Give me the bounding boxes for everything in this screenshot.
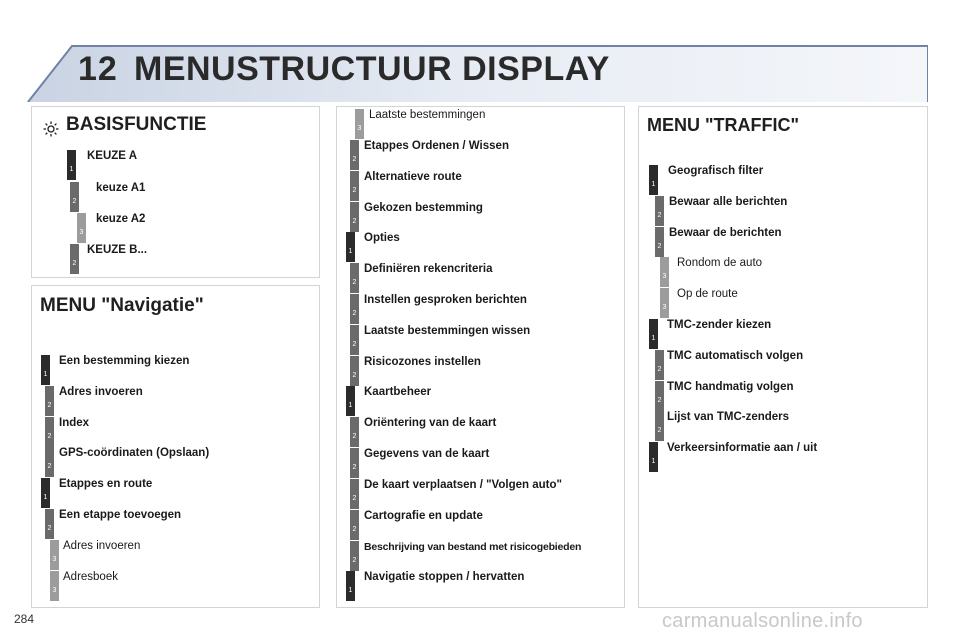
level-marker: 1 bbox=[649, 319, 658, 349]
menu-item-label: Laatste bestemmingen wissen bbox=[364, 325, 531, 337]
section-title-navigatie: MENU "Navigatie" bbox=[40, 295, 204, 316]
level-marker: 2 bbox=[655, 196, 664, 226]
level-marker: 2 bbox=[655, 350, 664, 380]
level-marker: 2 bbox=[350, 479, 359, 509]
panel-navigatie-continued bbox=[336, 106, 625, 608]
menu-item-label: Gekozen bestemming bbox=[364, 202, 483, 214]
level-marker: 2 bbox=[45, 447, 54, 477]
menu-item-label: Kaartbeheer bbox=[364, 386, 432, 398]
level-marker: 2 bbox=[45, 417, 54, 447]
level-marker: 3 bbox=[50, 571, 59, 601]
level-marker: 2 bbox=[350, 448, 359, 478]
level-marker: 1 bbox=[346, 571, 355, 601]
menu-item-label: TMC-zender kiezen bbox=[667, 319, 772, 331]
level-marker: 1 bbox=[346, 386, 355, 416]
header-band bbox=[27, 45, 928, 102]
menu-item-label: Adresboek bbox=[63, 571, 118, 583]
menu-item-label: Een bestemming kiezen bbox=[59, 355, 190, 367]
menu-item-label: Adres invoeren bbox=[63, 540, 141, 552]
menu-item-label: Definiëren rekencriteria bbox=[364, 263, 493, 275]
chapter-number: 12 bbox=[78, 50, 118, 88]
menu-item-label: Risicozones instellen bbox=[364, 356, 481, 368]
menu-item-label: KEUZE A bbox=[87, 150, 138, 162]
menu-item-label: Gegevens van de kaart bbox=[364, 448, 490, 460]
menu-item-label: KEUZE B... bbox=[87, 244, 148, 256]
level-marker: 2 bbox=[350, 356, 359, 386]
level-marker: 2 bbox=[350, 294, 359, 324]
panel-navigatie bbox=[31, 285, 320, 608]
menu-item-label: Laatste bestemmingen bbox=[369, 109, 486, 121]
menu-item-label: Beschrijving van bestand met risicogebie… bbox=[364, 541, 582, 553]
sun-icon bbox=[43, 121, 59, 137]
menu-item-label: Navigatie stoppen / hervatten bbox=[364, 571, 525, 583]
level-marker: 2 bbox=[350, 510, 359, 540]
menu-item-label: Index bbox=[59, 417, 90, 429]
menu-item-label: Rondom de auto bbox=[677, 257, 763, 269]
level-marker: 3 bbox=[660, 257, 669, 287]
level-marker: 1 bbox=[346, 232, 355, 262]
level-marker: 2 bbox=[350, 263, 359, 293]
level-marker: 2 bbox=[655, 227, 664, 257]
level-marker: 2 bbox=[655, 411, 664, 441]
level-marker: 2 bbox=[70, 244, 79, 274]
section-title-traffic: MENU "TRAFFIC" bbox=[647, 115, 800, 135]
level-marker: 2 bbox=[350, 325, 359, 355]
panel-basisfunctie bbox=[31, 106, 320, 278]
menu-item-label: Instellen gesproken berichten bbox=[364, 294, 527, 306]
menu-item-label: Verkeersinformatie aan / uit bbox=[667, 442, 818, 454]
level-marker: 2 bbox=[45, 509, 54, 539]
menu-item-label: Geografisch filter bbox=[668, 165, 764, 177]
level-marker: 2 bbox=[350, 541, 359, 571]
level-marker: 2 bbox=[350, 202, 359, 232]
level-marker: 1 bbox=[649, 442, 658, 472]
level-marker: 2 bbox=[70, 182, 79, 212]
level-marker: 3 bbox=[660, 288, 669, 318]
menu-item-label: keuze A2 bbox=[96, 213, 146, 225]
level-marker: 2 bbox=[350, 171, 359, 201]
menu-item-label: TMC handmatig volgen bbox=[667, 381, 794, 393]
menu-item-label: keuze A1 bbox=[96, 182, 146, 194]
menu-item-label: Bewaar alle berichten bbox=[669, 196, 788, 208]
level-marker: 3 bbox=[77, 213, 86, 243]
menu-item-label: De kaart verplaatsen / "Volgen auto" bbox=[364, 479, 562, 491]
section-title-basisfunctie: BASISFUNCTIE bbox=[66, 114, 207, 135]
page-title: MENUSTRUCTUUR DISPLAY bbox=[134, 50, 610, 88]
menu-item-label: Opties bbox=[364, 232, 400, 244]
level-marker: 1 bbox=[67, 150, 76, 180]
watermark[interactable]: carmanualsonline.info bbox=[662, 610, 863, 632]
level-marker: 2 bbox=[655, 381, 664, 411]
level-marker: 2 bbox=[45, 386, 54, 416]
level-marker: 3 bbox=[50, 540, 59, 570]
menu-item-label: Bewaar de berichten bbox=[669, 227, 782, 239]
menu-item-label: Alternatieve route bbox=[364, 171, 462, 183]
menu-item-label: Een etappe toevoegen bbox=[59, 509, 182, 521]
menu-item-label: Cartografie en update bbox=[364, 510, 483, 522]
menu-item-label: Op de route bbox=[677, 288, 738, 300]
level-marker: 1 bbox=[649, 165, 658, 195]
level-marker: 2 bbox=[350, 417, 359, 447]
menu-item-label: Etappes Ordenen / Wissen bbox=[364, 140, 509, 152]
level-marker: 1 bbox=[41, 478, 50, 508]
menu-item-label: Lijst van TMC-zenders bbox=[667, 411, 790, 423]
menu-item-label: GPS-coördinaten (Opslaan) bbox=[59, 447, 210, 459]
menu-item-label: Adres invoeren bbox=[59, 386, 143, 398]
panel-traffic bbox=[638, 106, 928, 608]
page-number: 284 bbox=[14, 612, 35, 626]
level-marker: 1 bbox=[41, 355, 50, 385]
level-marker: 2 bbox=[350, 140, 359, 170]
menu-item-label: Etappes en route bbox=[59, 478, 153, 490]
menu-item-label: TMC automatisch volgen bbox=[667, 350, 804, 362]
menu-item-label: Oriëntering van de kaart bbox=[364, 417, 497, 429]
level-marker: 3 bbox=[355, 109, 364, 139]
